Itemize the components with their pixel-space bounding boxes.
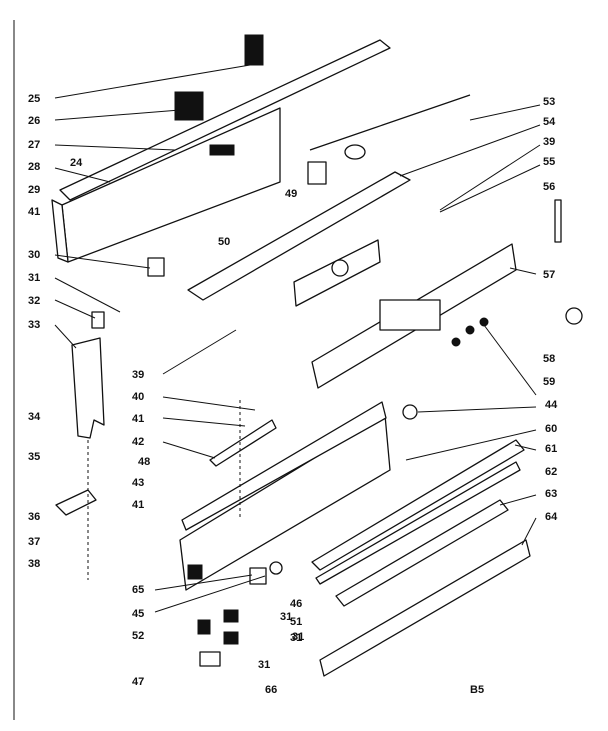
part-48-plug <box>199 651 221 667</box>
callout-40: 40 <box>132 391 144 403</box>
part-64-tube <box>335 499 509 607</box>
callout-44: 44 <box>545 399 558 411</box>
part-53-rod <box>309 94 471 151</box>
part-25-tab <box>244 34 264 66</box>
callout-45: 45 <box>132 608 144 620</box>
part-47-clip <box>197 619 211 635</box>
callout-41: 41 <box>132 499 144 511</box>
control-mount-plate <box>187 171 411 301</box>
callout-39: 39 <box>543 136 555 148</box>
callout-28: 28 <box>28 161 40 173</box>
callout-39: 39 <box>132 369 144 381</box>
callout-46: 46 <box>290 598 302 610</box>
part-33-bracket <box>71 337 105 439</box>
callout-66: 66 <box>265 684 277 696</box>
panel-label <box>209 144 235 156</box>
callout-34: 34 <box>28 411 41 423</box>
callout-62: 62 <box>545 466 557 478</box>
callout-29: 29 <box>28 184 40 196</box>
callout-36: 36 <box>28 511 40 523</box>
callout-52: 52 <box>132 630 144 642</box>
callout-47: 47 <box>132 676 144 688</box>
callout-27: 27 <box>28 139 40 151</box>
part-58-knob <box>565 307 583 325</box>
part-42-slide <box>209 419 277 467</box>
callout-63: 63 <box>545 488 557 500</box>
part-45-label <box>187 564 203 580</box>
callout-31: 31 <box>292 631 304 643</box>
callout-58: 58 <box>543 353 555 365</box>
callout-64: 64 <box>545 511 558 523</box>
callout-49: 49 <box>285 188 297 200</box>
callout-31: 31 <box>290 632 302 644</box>
part-63-rail <box>315 461 521 585</box>
part-59-screw <box>479 317 489 327</box>
part-65-trim <box>319 539 531 677</box>
part-51-bushing <box>269 561 283 575</box>
callout-60: 60 <box>545 423 557 435</box>
part-55-dial <box>331 259 349 277</box>
callout-24: 24 <box>70 157 83 169</box>
page-code: B5 <box>470 684 484 696</box>
part-59-screw <box>451 337 461 347</box>
callout-35: 35 <box>28 451 40 463</box>
callout-32: 32 <box>28 295 40 307</box>
callout-59: 59 <box>543 376 555 388</box>
part-66-clip <box>223 631 239 645</box>
callout-41: 41 <box>28 206 40 218</box>
callout-53: 53 <box>543 96 555 108</box>
callout-57: 57 <box>543 269 555 281</box>
callout-33: 33 <box>28 319 40 331</box>
callout-41: 41 <box>132 413 144 425</box>
callout-26: 26 <box>28 115 40 127</box>
callout-31: 31 <box>28 272 40 284</box>
callout-31: 31 <box>280 611 292 623</box>
part-56-pin <box>554 199 562 243</box>
callout-54: 54 <box>543 116 556 128</box>
callout-51: 51 <box>290 616 302 628</box>
top-trim-strip <box>59 39 391 201</box>
callout-61: 61 <box>545 443 557 455</box>
part-32-clip <box>91 311 105 329</box>
lower-top-rail <box>181 401 387 531</box>
part-30-switch <box>147 257 165 277</box>
callout-55: 55 <box>543 156 555 168</box>
part-26-block <box>174 91 204 121</box>
part-36-bracket <box>55 489 97 516</box>
part-54-block <box>307 161 327 185</box>
callout-31: 31 <box>258 659 270 671</box>
part-62-rail <box>311 439 525 571</box>
back-panel-side <box>51 199 69 263</box>
part-57-window <box>379 299 441 331</box>
part-53-coil <box>344 144 366 160</box>
callout-50: 50 <box>218 236 230 248</box>
callout-42: 42 <box>132 436 144 448</box>
exploded-parts <box>13 20 583 720</box>
callout-56: 56 <box>543 181 555 193</box>
callout-25: 25 <box>28 93 40 105</box>
callout-48: 48 <box>138 456 150 468</box>
callout-30: 30 <box>28 249 40 261</box>
callout-65: 65 <box>132 584 144 596</box>
callout-37: 37 <box>28 536 40 548</box>
callout-38: 38 <box>28 558 40 570</box>
callout-43: 43 <box>132 477 144 489</box>
part-59-screw <box>465 325 475 335</box>
part-52-clip <box>223 609 239 623</box>
part-60-washer <box>402 404 418 420</box>
callout-labels: 25 26 27 28 24 29 41 30 31 32 33 34 35 36 37 38 49 50 39 53… <box>28 93 558 696</box>
